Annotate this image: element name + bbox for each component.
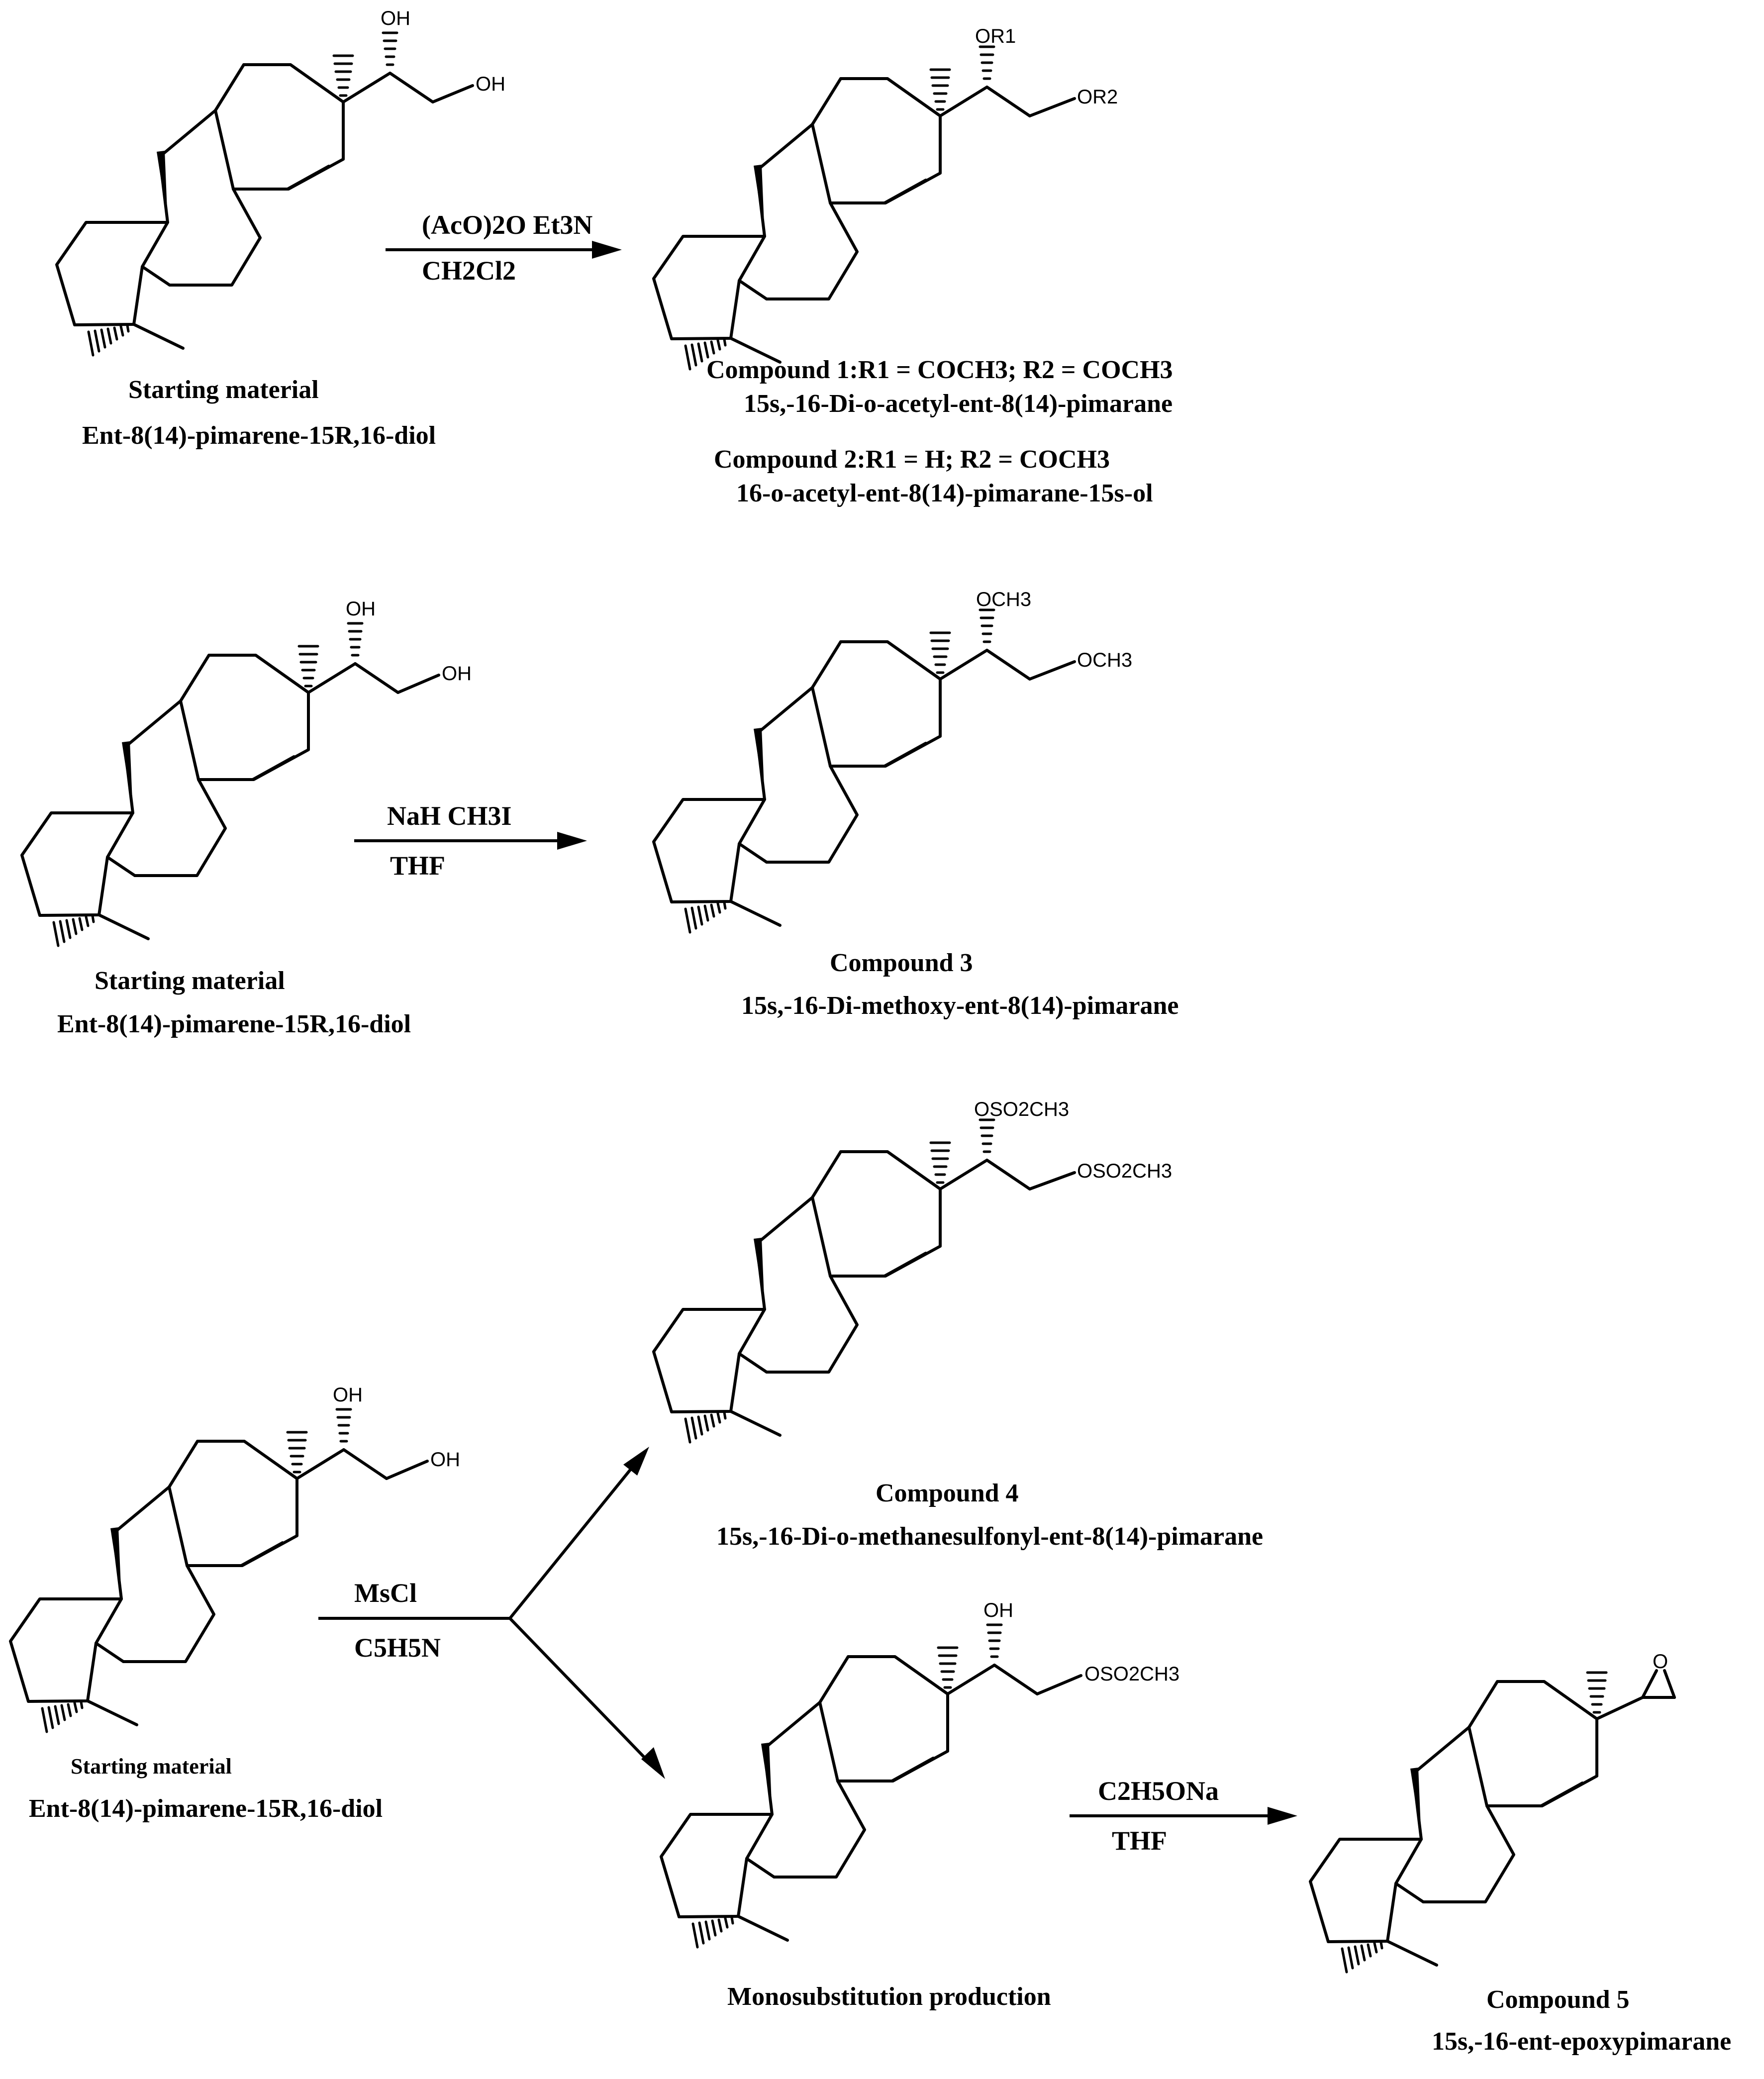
mesylate-15-label: OSO2CH3 bbox=[974, 1098, 1069, 1120]
substituent-or1-label: OR1 bbox=[975, 25, 1016, 47]
starting-material-2-caption: Starting material bbox=[95, 967, 285, 995]
compound-1-caption: Compound 1:R1 = COCH3; R2 = COCH3 bbox=[706, 356, 1173, 384]
epoxide-oxygen-label: O bbox=[1653, 1651, 1668, 1673]
monosubstitution-caption: Monosubstitution production bbox=[727, 1982, 1051, 2011]
starting-material-3-structure: OH OH bbox=[10, 1384, 460, 1732]
hydroxyl-15-label: OH bbox=[333, 1384, 363, 1406]
reaction-3-reagent-bottom: C5H5N bbox=[354, 1633, 441, 1663]
hydroxyl-15-label: OH bbox=[381, 7, 410, 29]
compound-1-2-structure: OR1 OR2 bbox=[654, 25, 1118, 369]
methoxy-16-label: OCH3 bbox=[1077, 649, 1132, 671]
monosubstitution-structure: OH OSO2CH3 bbox=[661, 1599, 1179, 1947]
reaction-1-reagent-top: (AcO)2O Et3N bbox=[422, 210, 592, 240]
compound-3-name: 15s,-16-Di-methoxy-ent-8(14)-pimarane bbox=[741, 991, 1178, 1020]
starting-material-3-caption: Starting material bbox=[71, 1754, 232, 1779]
compound-5-name: 15s,-16-ent-epoxypimarane bbox=[1432, 2027, 1731, 2056]
hydroxyl-15-label: OH bbox=[346, 598, 376, 620]
starting-material-2-structure: OH OH bbox=[22, 598, 472, 946]
reaction-4-arrow bbox=[1070, 1807, 1297, 1825]
starting-material-1-structure: OH OH bbox=[57, 7, 505, 355]
reaction-4-reagent-top: C2H5ONa bbox=[1098, 1776, 1219, 1806]
compound-5-structure: O bbox=[1310, 1651, 1676, 1972]
substituent-or2-label: OR2 bbox=[1077, 86, 1118, 108]
compound-2-caption: Compound 2:R1 = H; R2 = COCH3 bbox=[714, 445, 1110, 474]
reaction-3: OH OH Starting material Ent-8(14)-pimare… bbox=[10, 1098, 1731, 2056]
hydroxyl-16-label: OH bbox=[442, 663, 472, 685]
reaction-2-reagent-bottom: THF bbox=[390, 851, 445, 881]
starting-material-1-caption: Starting material bbox=[128, 376, 319, 404]
compound-4-structure: OSO2CH3 OSO2CH3 bbox=[654, 1098, 1172, 1442]
starting-material-1-name: Ent-8(14)-pimarene-15R,16-diol bbox=[82, 421, 436, 450]
methoxy-15-label: OCH3 bbox=[976, 589, 1031, 610]
reaction-4-reagent-bottom: THF bbox=[1112, 1826, 1167, 1856]
hydroxyl-16-label: OH bbox=[430, 1449, 460, 1471]
reaction-1-arrow bbox=[386, 241, 622, 259]
starting-material-2-name: Ent-8(14)-pimarene-15R,16-diol bbox=[57, 1010, 411, 1038]
compound-3-caption: Compound 3 bbox=[830, 949, 973, 977]
compound-5-caption: Compound 5 bbox=[1486, 1985, 1630, 2014]
mesylate-16-label: OSO2CH3 bbox=[1084, 1663, 1179, 1685]
reaction-2-arrow bbox=[354, 832, 587, 850]
reaction-3-branch-arrows bbox=[318, 1447, 665, 1779]
reaction-1-reagent-bottom: CH2Cl2 bbox=[422, 256, 516, 286]
compound-3-structure: OCH3 OCH3 bbox=[654, 589, 1132, 932]
mesylate-16-label: OSO2CH3 bbox=[1077, 1160, 1172, 1182]
compound-2-name: 16-o-acetyl-ent-8(14)-pimarane-15s-ol bbox=[736, 479, 1153, 507]
compound-1-name: 15s,-16-Di-o-acetyl-ent-8(14)-pimarane bbox=[744, 390, 1173, 418]
hydroxyl-16-label: OH bbox=[476, 73, 505, 95]
starting-material-3-name: Ent-8(14)-pimarene-15R,16-diol bbox=[29, 1794, 383, 1823]
compound-4-caption: Compound 4 bbox=[876, 1479, 1019, 1507]
reaction-1: OH OH Starting material Ent-8(14)-pimare… bbox=[57, 7, 1173, 507]
reaction-2: OH OH Starting material Ent-8(14)-pimare… bbox=[22, 589, 1178, 1038]
reaction-2-reagent-top: NaH CH3I bbox=[387, 801, 512, 831]
hydroxyl-15-label: OH bbox=[983, 1599, 1013, 1621]
compound-4-name: 15s,-16-Di-o-methanesulfonyl-ent-8(14)-p… bbox=[716, 1522, 1263, 1551]
reaction-3-reagent-top: MsCl bbox=[354, 1578, 417, 1608]
